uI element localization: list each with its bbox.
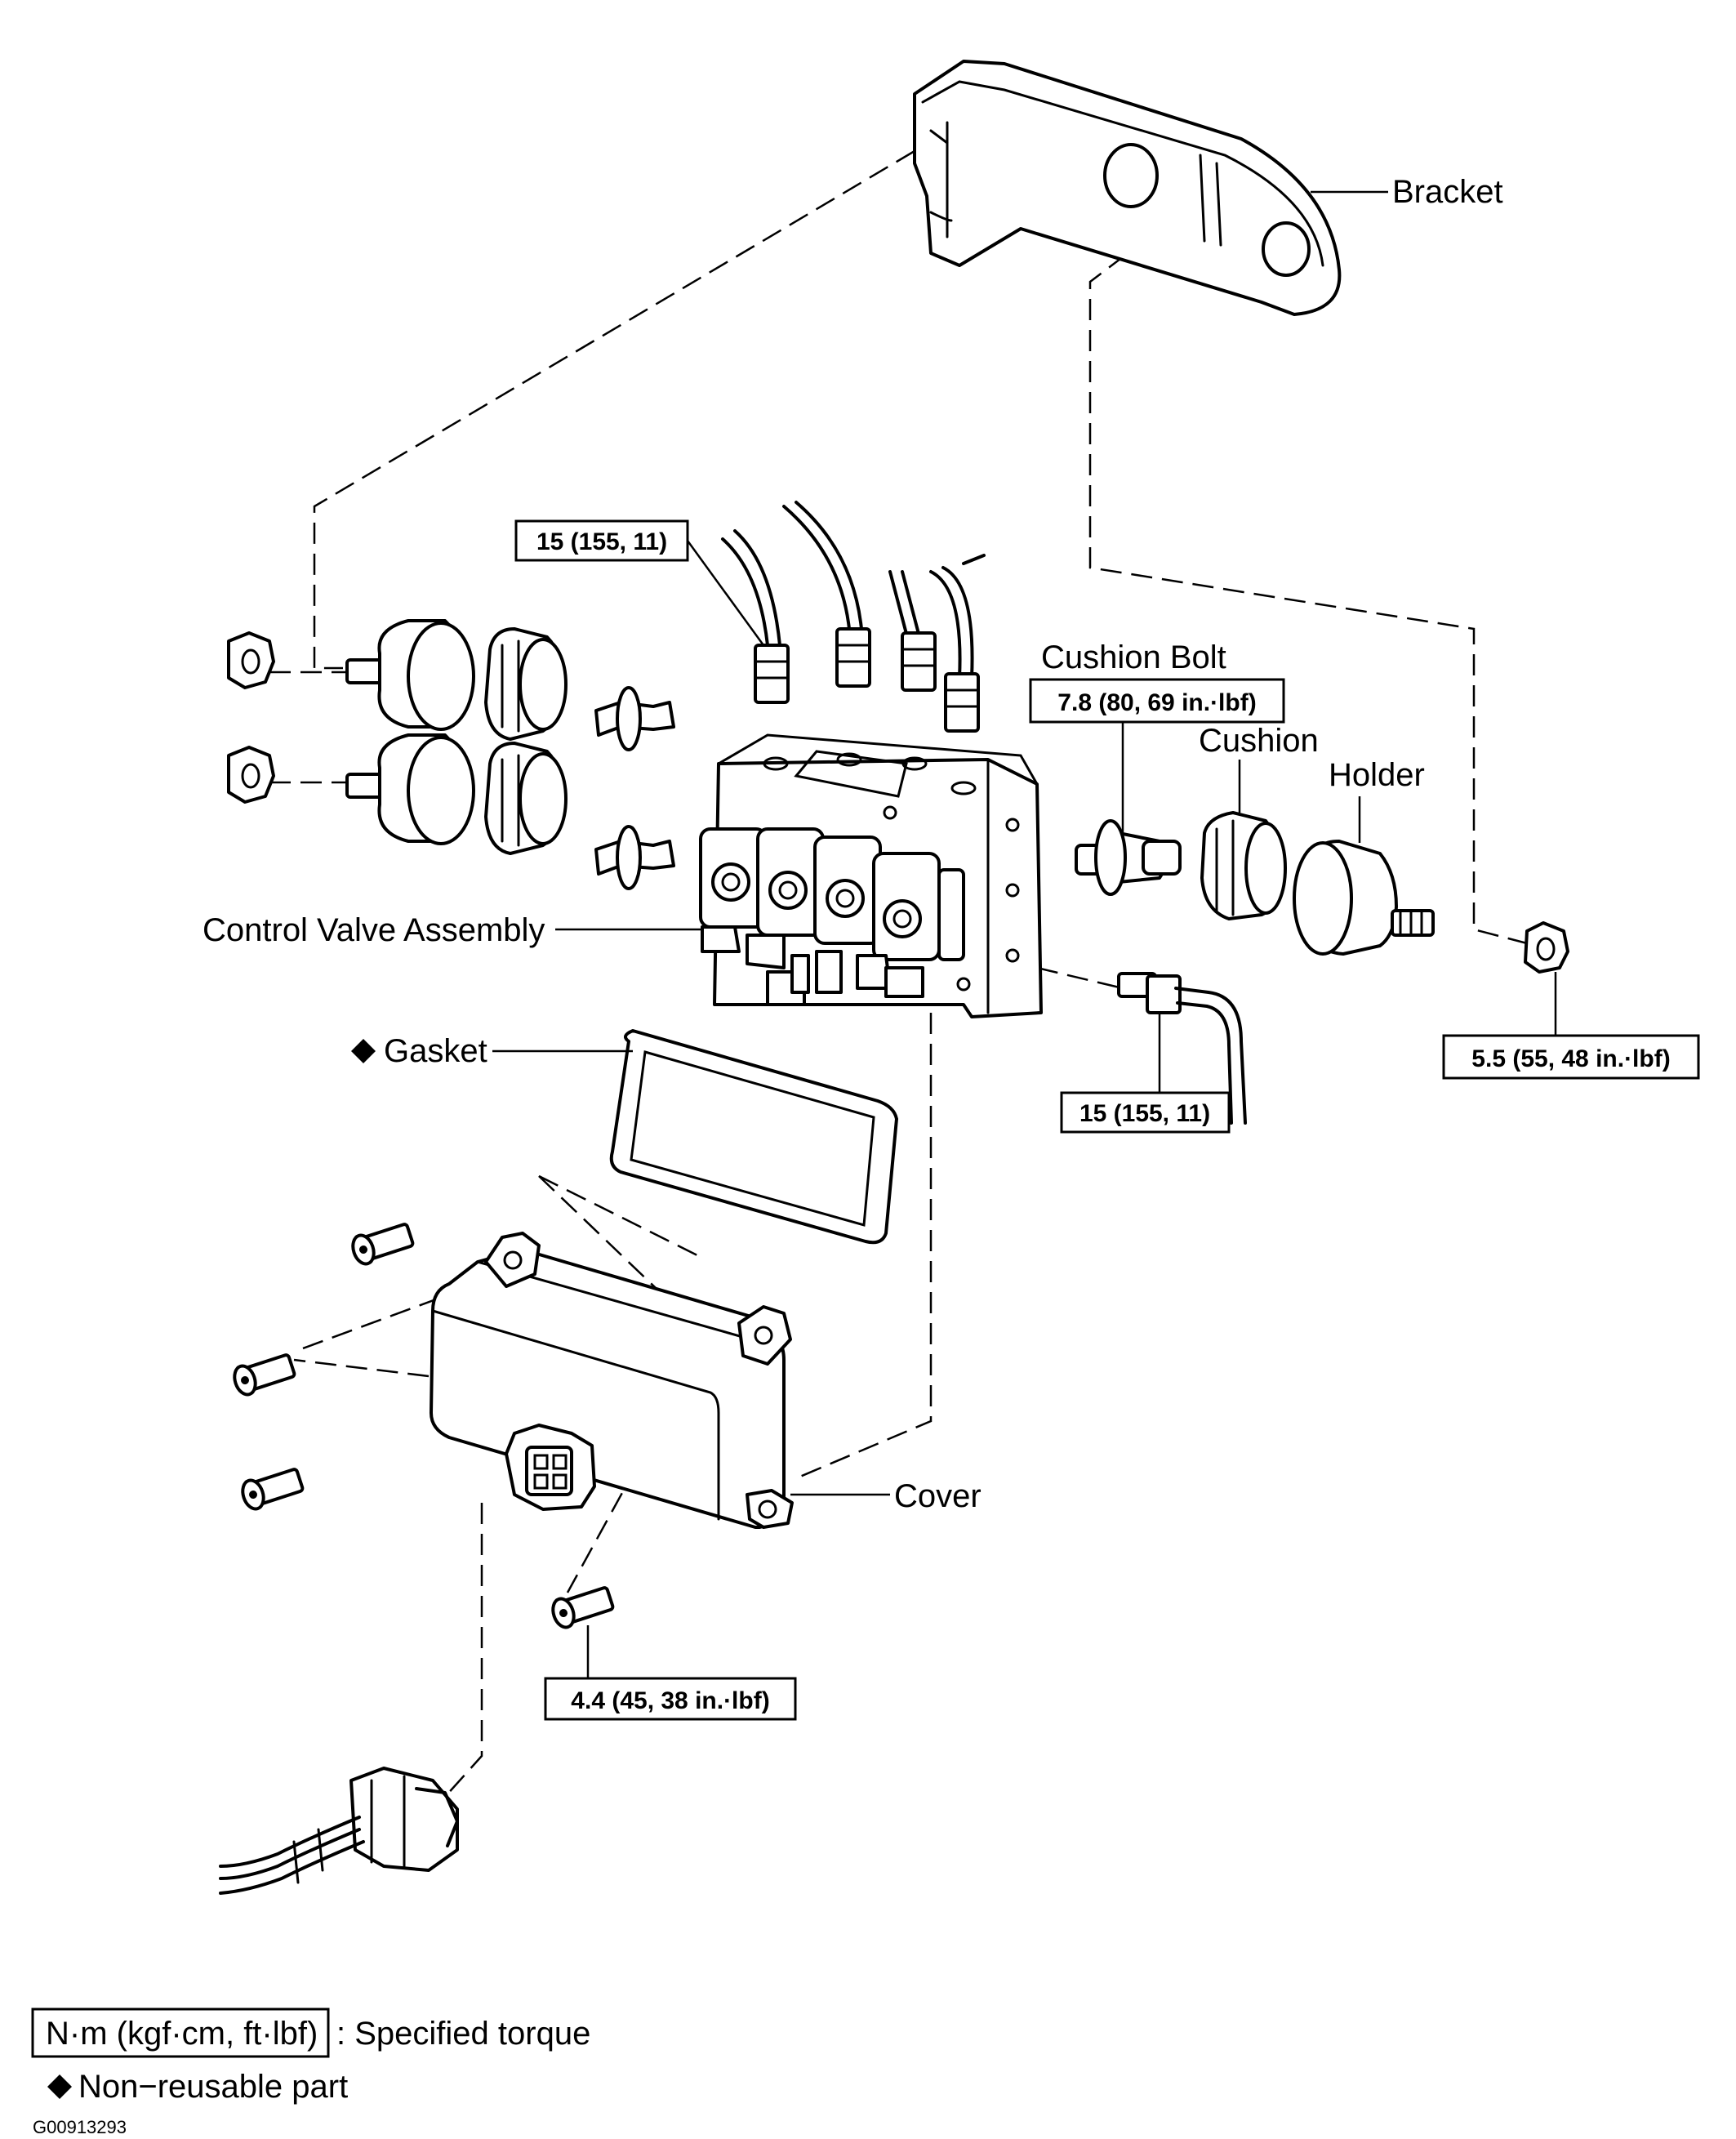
cushion-label: Cushion bbox=[1199, 723, 1319, 759]
bracket-label: Bracket bbox=[1392, 174, 1503, 210]
control-valve-assembly-part bbox=[699, 733, 1043, 1018]
legend-non-reusable: Non−reusable part bbox=[78, 2069, 348, 2105]
legend-torque-unit: N·m (kgf·cm, ft·lbf) bbox=[46, 2016, 318, 2052]
left-mount-upper bbox=[227, 619, 675, 751]
cushion-bolt-label: Cushion Bolt bbox=[1041, 639, 1226, 675]
svg-text:15 (155, 11): 15 (155, 11) bbox=[1079, 1100, 1210, 1127]
svg-text:5.5 (55, 48 in.·lbf): 5.5 (55, 48 in.·lbf) bbox=[1471, 1045, 1670, 1072]
torque-spec-pipe-lower: 15 (155, 11) bbox=[1060, 1091, 1231, 1134]
control-valve-assembly-label: Control Valve Assembly bbox=[203, 912, 545, 948]
black-diamond-icon bbox=[351, 1039, 376, 1063]
black-diamond-icon bbox=[47, 2074, 72, 2099]
cover-part bbox=[430, 1232, 794, 1529]
bracket-part bbox=[913, 60, 1342, 316]
svg-text:7.8 (80, 69 in.·lbf): 7.8 (80, 69 in.·lbf) bbox=[1057, 689, 1256, 716]
pipe-upper-leader bbox=[686, 540, 765, 646]
brake-pipes bbox=[721, 501, 986, 733]
holder-label: Holder bbox=[1329, 757, 1425, 793]
svg-text:4.4 (45, 38 in.·lbf): 4.4 (45, 38 in.·lbf) bbox=[571, 1687, 769, 1714]
legend: N·m (kgf·cm, ft·lbf) : Specified torque … bbox=[31, 2008, 590, 2105]
torque-spec-pipe-upper: 15 (155, 11) bbox=[514, 519, 689, 562]
torque-spec-nut: 5.5 (55, 48 in.·lbf) bbox=[1442, 1034, 1700, 1080]
cover-label: Cover bbox=[894, 1478, 982, 1514]
lower-pipe-fitting bbox=[1117, 972, 1247, 1125]
figure-code: G00913293 bbox=[33, 2117, 127, 2137]
gasket-label: Gasket bbox=[384, 1033, 487, 1069]
torque-spec-cover-screw: 4.4 (45, 38 in.·lbf) bbox=[544, 1677, 797, 1721]
alignment-lines bbox=[269, 149, 1528, 1798]
svg-text:15 (155, 11): 15 (155, 11) bbox=[536, 528, 667, 555]
right-mount bbox=[1075, 811, 1569, 974]
left-mount-lower bbox=[227, 733, 675, 890]
wire-harness-connector bbox=[219, 1767, 459, 1895]
torque-spec-cushion-bolt: 7.8 (80, 69 in.·lbf) bbox=[1029, 678, 1285, 724]
gasket-part bbox=[609, 1029, 898, 1245]
legend-torque-desc: : Specified torque bbox=[336, 2016, 590, 2052]
cover-screws bbox=[233, 1223, 615, 1629]
